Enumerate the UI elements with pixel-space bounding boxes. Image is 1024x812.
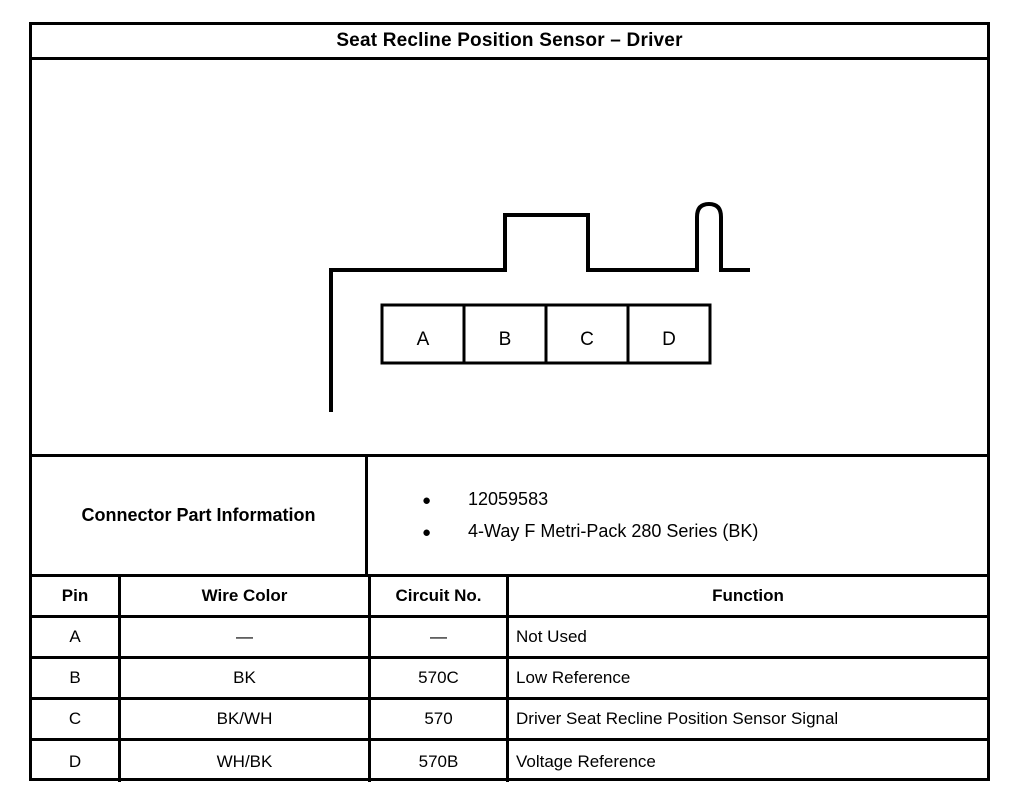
cell-pin: B — [32, 659, 121, 697]
title-bar: Seat Recline Position Sensor – Driver — [32, 25, 987, 60]
part-number-text: 12059583 — [468, 488, 549, 509]
connector-illustration: A B C D — [329, 201, 750, 412]
table-row: D WH/BK 570B Voltage Reference — [32, 741, 987, 782]
cell-circuit-no: 570B — [371, 741, 509, 782]
cell-circuit-no: 570C — [371, 659, 509, 697]
table-header-row: Pin Wire Color Circuit No. Function — [32, 577, 987, 618]
connector-part-information-label: Connector Part Information — [32, 457, 368, 574]
diagram-outer-frame: Seat Recline Position Sensor – Driver A … — [29, 22, 990, 782]
column-header-function: Function — [712, 586, 784, 605]
cell-circuit-no: 570 — [371, 700, 509, 738]
column-header-circuit-no: Circuit No. — [371, 577, 509, 615]
part-info-item: ● 12059583 — [422, 484, 987, 516]
column-header-wire-color: Wire Color — [121, 577, 371, 615]
cell-circuit-no: — — [371, 618, 509, 656]
cell-pin: D — [32, 741, 121, 782]
pin-table: Pin Wire Color Circuit No. Function A — … — [32, 577, 987, 782]
bullet-icon: ● — [422, 523, 432, 541]
table-row: C BK/WH 570 Driver Seat Recline Position… — [32, 700, 987, 741]
part-description-text: 4-Way F Metri-Pack 280 Series (BK) — [468, 520, 759, 541]
cavity-label-b: B — [499, 329, 512, 350]
connector-part-information-section: Connector Part Information ● 12059583 ● … — [32, 457, 987, 577]
cell-function: Voltage Reference — [516, 751, 656, 771]
cavity-label-d: D — [662, 329, 676, 350]
cell-function: Not Used — [516, 627, 587, 646]
part-info-item: ● 4-Way F Metri-Pack 280 Series (BK) — [422, 516, 987, 548]
cavity-label-c: C — [580, 329, 594, 350]
cell-pin: A — [32, 618, 121, 656]
bullet-icon: ● — [422, 491, 432, 509]
connector-diagram-area: A B C D — [32, 60, 987, 457]
page-title: Seat Recline Position Sensor – Driver — [336, 30, 683, 51]
connector-part-information-list: ● 12059583 ● 4-Way F Metri-Pack 280 Seri… — [368, 457, 987, 574]
cell-wire-color: WH/BK — [121, 741, 371, 782]
cell-wire-color: BK — [121, 659, 371, 697]
cell-function: Low Reference — [516, 668, 631, 687]
cell-wire-color: BK/WH — [121, 700, 371, 738]
cavity-label-a: A — [417, 329, 430, 350]
table-row: B BK 570C Low Reference — [32, 659, 987, 700]
cavity-box-c — [544, 303, 630, 365]
column-header-pin: Pin — [32, 577, 121, 615]
cell-function: Driver Seat Recline Position Sensor Sign… — [516, 709, 839, 728]
cavity-box-d — [626, 303, 712, 365]
table-row: A — — Not Used — [32, 618, 987, 659]
cell-pin: C — [32, 700, 121, 738]
cell-wire-color: — — [121, 618, 371, 656]
